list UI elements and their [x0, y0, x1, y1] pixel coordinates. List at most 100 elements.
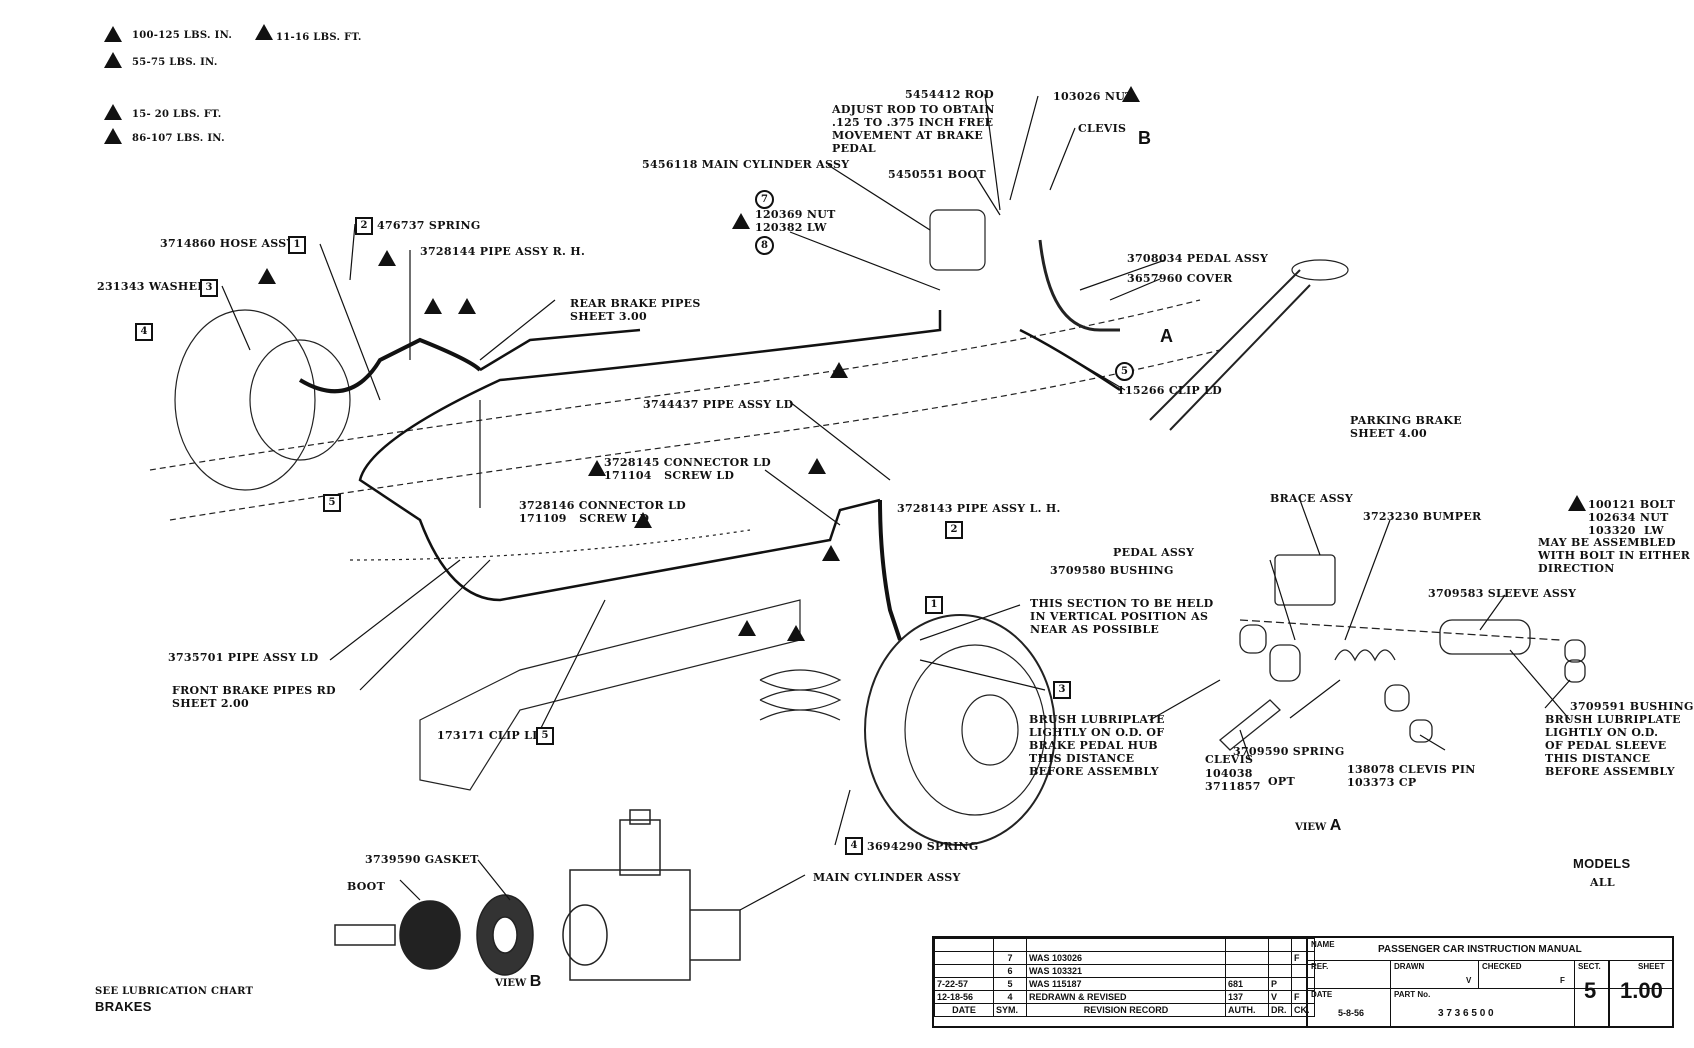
box-number-4: 4 — [845, 837, 863, 855]
part-label: PART No. — [1394, 990, 1431, 999]
sheet-label: SHEET — [1638, 962, 1665, 971]
callout-pipe-3744437: 3744437 PIPE ASSY LD — [643, 398, 794, 411]
circled-number-7: 7 — [755, 190, 774, 209]
callout-front-brake-pipes: FRONT BRAKE PIPES RD SHEET 2.00 — [172, 684, 336, 710]
callout-connector-3728146: 3728146 CONNECTOR LD 171109 SCREW LD — [519, 499, 687, 525]
callout-nut-103026: 103026 NUT — [1053, 90, 1134, 103]
callout-opt: OPT — [1268, 775, 1295, 788]
callout-washer: 231343 WASHER — [97, 280, 207, 293]
legend-item: 86-107 LBS. IN. — [132, 133, 225, 144]
callout-clevis-view-a: CLEVIS — [1205, 753, 1254, 766]
box-number-1: 1 — [925, 596, 943, 614]
revision-row: 12-18-56 4 REDRAWN & REVISED 137 V F — [934, 990, 1315, 1004]
callout-bolt-note: MAY BE ASSEMBLED WITH BOLT IN EITHER DIR… — [1538, 536, 1691, 575]
torque-triangle-icon — [808, 458, 826, 474]
callout-clevis-pin: 138078 CLEVIS PIN 103373 CP — [1347, 763, 1476, 789]
torque-triangle-icon — [458, 298, 476, 314]
front-hose — [878, 499, 902, 641]
section-title: BRAKES — [95, 999, 152, 1014]
sect-label: SECT. — [1578, 962, 1601, 971]
box-number-3: 3 — [200, 279, 218, 297]
box-number-5: 5 — [536, 727, 554, 745]
revision-record-table: 7 WAS 103026 F 6 WAS 103321 7-22-57 5 WA… — [934, 938, 1315, 1017]
callout-boot: BOOT — [347, 880, 386, 893]
torque-triangle-icon — [1568, 495, 1586, 511]
box-number-3: 3 — [1053, 681, 1071, 699]
revision-row: 7-22-57 5 WAS 115187 681 P — [934, 977, 1315, 991]
circled-number-8: 8 — [755, 236, 774, 255]
callout-pipe-rh: 3728144 PIPE ASSY R. H. — [420, 245, 586, 258]
models-value: ALL — [1590, 876, 1615, 889]
checked-value: F — [1560, 976, 1565, 985]
callout-pedal-assy: 3708034 PEDAL ASSY — [1127, 252, 1269, 265]
callout-clevis-parts: 104038 3711857 — [1205, 767, 1261, 793]
revision-header-row: DATE SYM. REVISION RECORD AUTH. DR. CK. — [934, 1003, 1315, 1017]
master-cylinder-body — [929, 209, 986, 271]
callout-bushing-3709591: 3709591 BUSHING — [1570, 700, 1694, 713]
callout-bushing-3709580: 3709580 BUSHING — [1050, 564, 1174, 577]
callout-clip-115266: 115266 CLIP LD — [1117, 384, 1222, 397]
torque-triangle-icon — [738, 620, 756, 636]
title-block-info: NAME PASSENGER CAR INSTRUCTION MANUAL RE… — [1306, 938, 1674, 1026]
torque-triangle-icon — [104, 104, 122, 120]
callout-bumper: 3723230 BUMPER — [1363, 510, 1482, 523]
torque-triangle-icon — [822, 545, 840, 561]
box-number-5: 5 — [323, 494, 341, 512]
circled-number-5: 5 — [1115, 362, 1134, 381]
torque-triangle-icon — [104, 26, 122, 42]
callout-gasket: 3739590 GASKET — [365, 853, 479, 866]
name-label: NAME — [1311, 940, 1335, 949]
callout-boot-5450551: 5450551 BOOT — [888, 168, 986, 181]
callout-rod-note: ADJUST ROD TO OBTAIN .125 TO .375 INCH F… — [832, 103, 995, 155]
legend-item: 55-75 LBS. IN. — [132, 57, 218, 68]
callout-spring-476737: 476737 SPRING — [377, 219, 481, 232]
callout-connector-3728145: 3728145 CONNECTOR LD 171104 SCREW LD — [604, 456, 772, 482]
box-number-2: 2 — [945, 521, 963, 539]
torque-triangle-icon — [104, 128, 122, 144]
callout-lube-right: BRUSH LUBRIPLATE LIGHTLY ON O.D. OF PEDA… — [1545, 713, 1681, 778]
box-number-1: 1 — [288, 236, 306, 254]
callout-pipe-3735701: 3735701 PIPE ASSY LD — [168, 651, 319, 664]
drawn-value: V — [1466, 976, 1472, 985]
callout-clevis: CLEVIS — [1078, 122, 1127, 135]
callout-sleeve-assy: 3709583 SLEEVE ASSY — [1428, 587, 1577, 600]
front-drum — [864, 614, 1056, 846]
date-value: 5-8-56 — [1338, 1008, 1365, 1018]
torque-triangle-icon — [104, 52, 122, 68]
torque-triangle-icon — [1122, 86, 1140, 102]
revision-row-blank — [934, 938, 1315, 952]
torque-triangle-icon — [255, 24, 273, 40]
rear-left-drum — [174, 309, 316, 491]
callout-main-cylinder-view-b: MAIN CYLINDER ASSY — [813, 871, 961, 884]
date-label: DATE — [1311, 990, 1333, 999]
revision-row: 6 WAS 103321 — [934, 964, 1315, 978]
legend-item: 11-16 LBS. FT. — [276, 32, 362, 43]
callout-hose-assy: 3714860 HOSE ASSY — [160, 237, 295, 250]
callout-spring-3694290: 3694290 SPRING — [867, 840, 979, 853]
callout-rear-brake-pipes: REAR BRAKE PIPES SHEET 3.00 — [570, 297, 701, 323]
box-number-2: 2 — [355, 217, 373, 235]
legend-item: 15- 20 LBS. FT. — [132, 109, 222, 120]
callout-clip-173171: 173171 CLIP LD — [437, 729, 542, 742]
view-a-label: VIEW A — [1295, 817, 1342, 834]
callout-spring-3709590: 3709590 SPRING — [1233, 745, 1345, 758]
callout-cover: 3657960 COVER — [1127, 272, 1233, 285]
torque-triangle-icon — [378, 250, 396, 266]
manual-name: PASSENGER CAR INSTRUCTION MANUAL — [1378, 944, 1582, 955]
rear-hose — [298, 337, 482, 394]
title-block: 7 WAS 103026 F 6 WAS 103321 7-22-57 5 WA… — [932, 936, 1674, 1028]
legend-item: 100-125 LBS. IN. — [132, 30, 233, 41]
ref-label: REF. — [1311, 962, 1329, 971]
callout-bolt: 100121 BOLT 102634 NUT 103320 LW — [1588, 498, 1676, 537]
callout-nut-lw: 120369 NUT 120382 LW — [755, 208, 836, 234]
callout-parking-brake: PARKING BRAKE SHEET 4.00 — [1350, 414, 1462, 440]
drawn-label: DRAWN — [1394, 962, 1425, 971]
lubrication-chart-ref: SEE LUBRICATION CHART — [95, 986, 254, 997]
revision-row: 7 WAS 103026 F — [934, 951, 1315, 965]
torque-triangle-icon — [424, 298, 442, 314]
callout-pedal-assy-view-a: PEDAL ASSY — [1113, 546, 1195, 559]
view-a-marker: A — [1160, 326, 1174, 346]
callout-pipe-lh: 3728143 PIPE ASSY L. H. — [897, 502, 1061, 515]
sheet-value: 1.00 — [1620, 978, 1663, 1003]
